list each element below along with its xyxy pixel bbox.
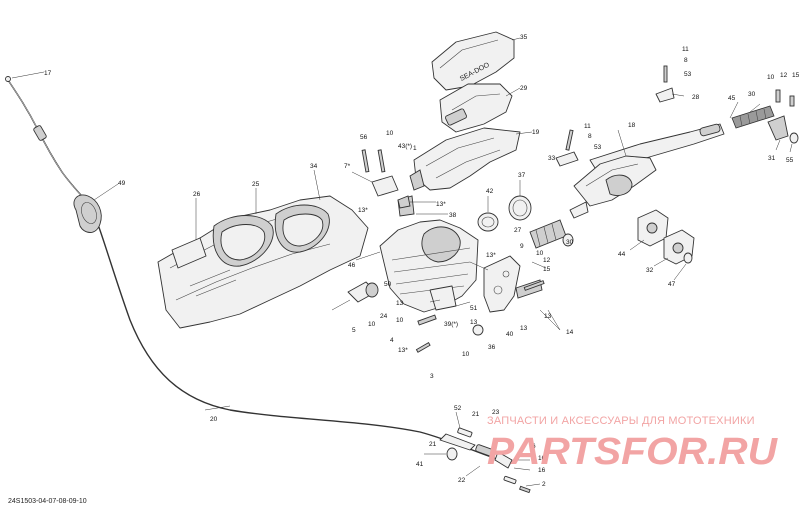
callout-44: 44 bbox=[618, 251, 626, 258]
ring-37 bbox=[508, 195, 532, 221]
callout-39: 39(*) bbox=[444, 321, 458, 328]
callout-10-c: 10 bbox=[396, 317, 404, 324]
callout-55: 55 bbox=[786, 157, 794, 164]
callout-26: 26 bbox=[193, 191, 201, 198]
callout-10-g: 10 bbox=[538, 455, 546, 462]
callout-22: 22 bbox=[458, 477, 466, 484]
callout-3: 3 bbox=[430, 373, 434, 380]
grip-30 bbox=[731, 105, 775, 129]
callout-20: 20 bbox=[210, 416, 218, 423]
callout-46: 46 bbox=[348, 262, 356, 269]
fasteners bbox=[331, 65, 795, 494]
callout-21-a: 21 bbox=[472, 411, 480, 418]
callout-28: 28 bbox=[692, 94, 700, 101]
callout-52: 52 bbox=[454, 405, 462, 412]
callout-6: 6 bbox=[532, 443, 536, 450]
callout-25: 25 bbox=[252, 181, 260, 188]
bracket-19 bbox=[409, 127, 521, 191]
watermark-caption: ЗАПЧАСТИ И АКСЕССУАРЫ ДЛЯ МОТОТЕХНИКИ bbox=[487, 415, 755, 427]
callout-12-a: 12 bbox=[543, 257, 551, 264]
callout-56: 56 bbox=[360, 134, 368, 141]
callout-14: 14 bbox=[566, 329, 574, 336]
switch-31 bbox=[767, 115, 789, 141]
cable-grommet bbox=[73, 194, 102, 233]
cap-55 bbox=[789, 132, 799, 144]
callout-10-f: 10 bbox=[767, 74, 775, 81]
callout-27: 27 bbox=[514, 227, 522, 234]
callout-53-b: 53 bbox=[684, 71, 692, 78]
top-cover-35: SEA-DOO bbox=[431, 31, 515, 91]
control-module-44 bbox=[637, 209, 669, 247]
callout-30-b: 30 bbox=[748, 91, 756, 98]
handlebar-18 bbox=[573, 123, 725, 207]
callout-13-d: 13 bbox=[396, 300, 404, 307]
callout-34: 34 bbox=[310, 163, 318, 170]
callout-24: 24 bbox=[380, 313, 388, 320]
callout-10-b: 10 bbox=[368, 321, 376, 328]
steering-housing-46 bbox=[379, 195, 479, 313]
part-41 bbox=[446, 447, 458, 461]
callout-8-b: 8 bbox=[684, 57, 688, 64]
callout-8-a: 8 bbox=[588, 133, 592, 140]
callout-41: 41 bbox=[416, 461, 424, 468]
callout-38: 38 bbox=[449, 212, 457, 219]
callout-43: 43(*) bbox=[398, 143, 412, 150]
callout-42: 42 bbox=[486, 188, 494, 195]
callout-31: 31 bbox=[768, 155, 776, 162]
cap-47 bbox=[683, 252, 693, 264]
reference-code: 24S1503-04-07-08-09-10 bbox=[8, 498, 87, 505]
cover-29 bbox=[439, 83, 513, 133]
callout-18: 18 bbox=[628, 122, 636, 129]
spring-boot bbox=[529, 219, 574, 249]
callout-50: 50 bbox=[384, 281, 392, 288]
callout-labels: 17 49 20 26 25 34 35 29 19 56 10 7* 43(*… bbox=[44, 34, 800, 488]
callout-13-h: 13 bbox=[544, 313, 552, 320]
callout-4: 4 bbox=[390, 337, 394, 344]
callout-40: 40 bbox=[506, 331, 514, 338]
callout-13-star-b: 13* bbox=[436, 201, 446, 208]
callout-2: 2 bbox=[542, 481, 546, 488]
callout-13-star-e: 13* bbox=[398, 347, 408, 354]
callout-13-g: 13 bbox=[520, 325, 528, 332]
callout-53-a: 53 bbox=[594, 144, 602, 151]
callout-36: 36 bbox=[488, 344, 496, 351]
callout-51: 51 bbox=[470, 305, 478, 312]
callout-37: 37 bbox=[518, 172, 526, 179]
callout-13-f: 13 bbox=[470, 319, 478, 326]
callout-29: 29 bbox=[520, 85, 528, 92]
callout-10-e: 10 bbox=[536, 250, 544, 257]
callout-21-b: 21 bbox=[429, 441, 437, 448]
callout-12-b: 12 bbox=[780, 72, 788, 79]
watermark-logo-text: PARTSFOR.RU bbox=[487, 431, 779, 470]
console-fairing-assembly bbox=[157, 195, 369, 329]
callout-49: 49 bbox=[118, 180, 126, 187]
callout-19: 19 bbox=[532, 129, 540, 136]
callout-15-a: 15 bbox=[543, 266, 551, 273]
watermark-logo: PARTSFOR.RU bbox=[487, 431, 779, 470]
callout-16: 16 bbox=[538, 467, 546, 474]
throttle-cable-assembly bbox=[5, 76, 513, 469]
callout-9: 9 bbox=[520, 243, 524, 250]
callout-10: 10 bbox=[386, 130, 394, 137]
leader-lines bbox=[11, 37, 793, 487]
callout-47: 47 bbox=[668, 281, 676, 288]
callout-5: 5 bbox=[352, 327, 356, 334]
callout-23: 23 bbox=[492, 409, 500, 416]
callout-13-star-c: 13* bbox=[486, 252, 496, 259]
callout-10-d: 10 bbox=[462, 351, 470, 358]
callout-15-b: 15 bbox=[792, 72, 800, 79]
callout-33: 33 bbox=[548, 155, 556, 162]
callout-13-star-a: 13* bbox=[358, 207, 368, 214]
callout-7-star: 7* bbox=[344, 163, 351, 170]
callout-45: 45 bbox=[728, 95, 736, 102]
callout-11-b: 11 bbox=[682, 46, 689, 53]
callout-35: 35 bbox=[520, 34, 528, 41]
callout-17: 17 bbox=[44, 70, 52, 77]
callout-30-a: 30 bbox=[566, 239, 574, 246]
callout-11-a: 11 bbox=[584, 123, 591, 130]
callout-1: 1 bbox=[413, 145, 417, 152]
ring-42 bbox=[477, 212, 499, 232]
callout-32: 32 bbox=[646, 267, 654, 274]
